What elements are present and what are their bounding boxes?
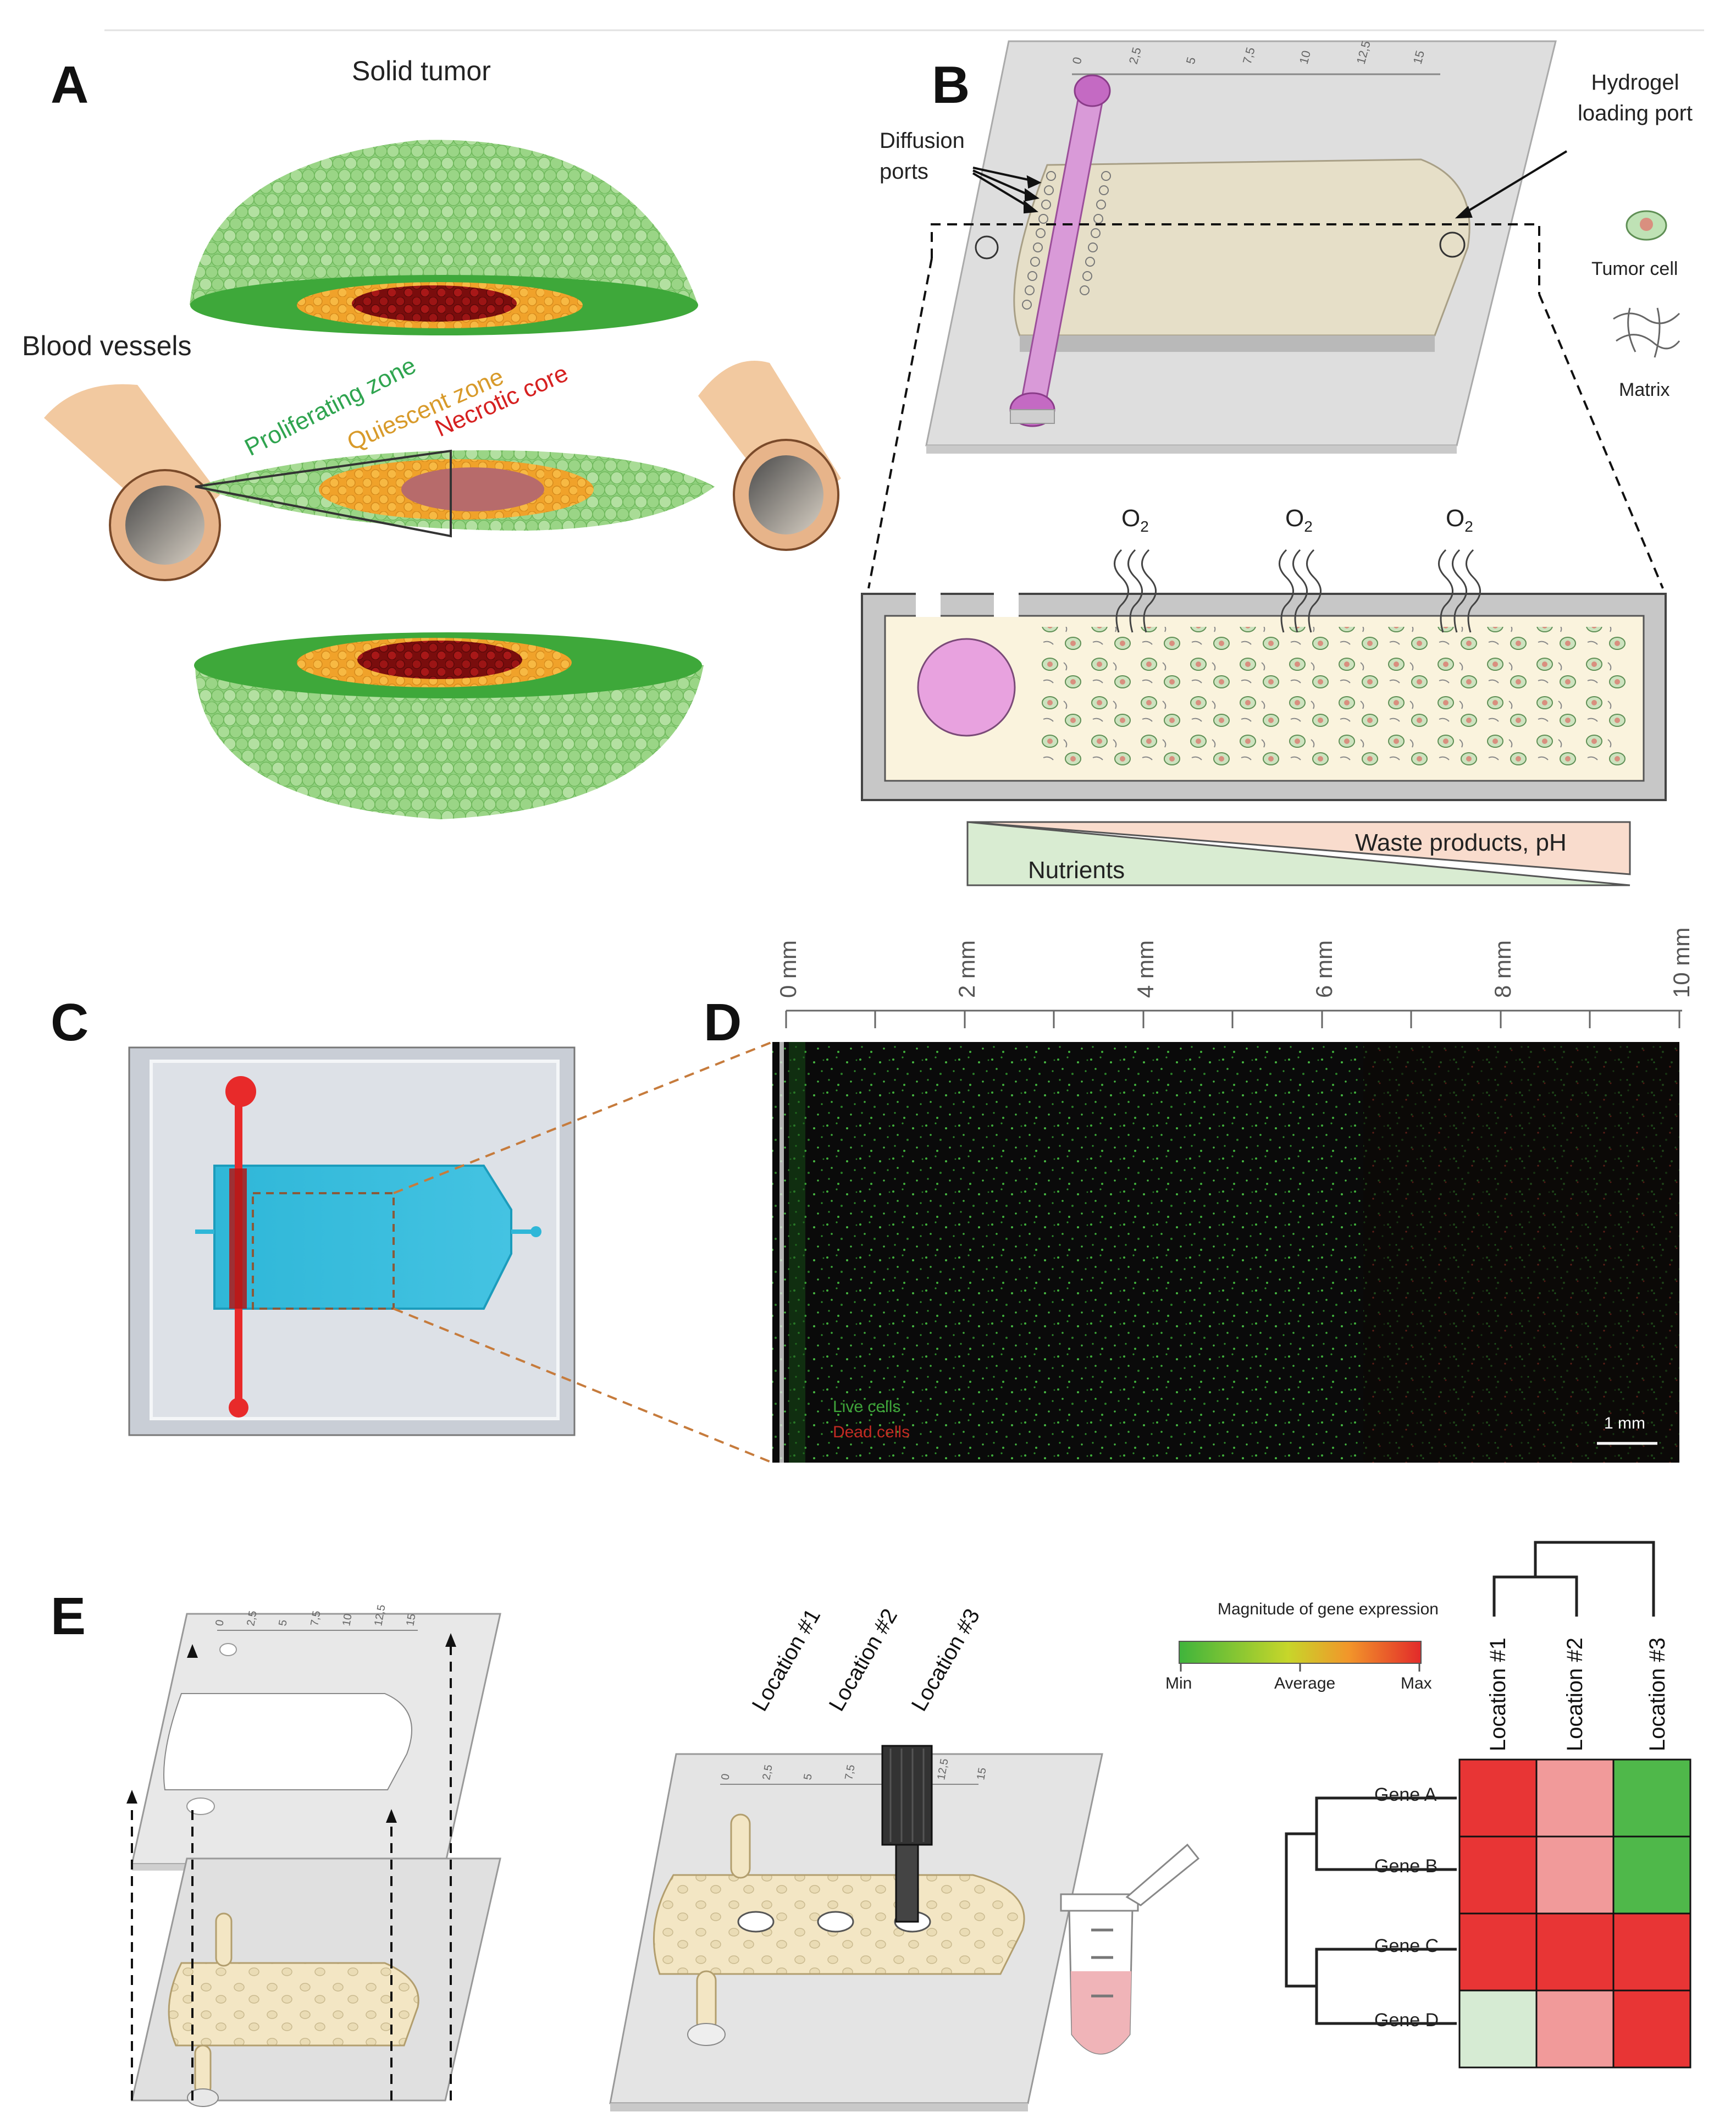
svg-text:7,5: 7,5 xyxy=(843,1764,857,1781)
gene-b-label: Gene B xyxy=(1374,1856,1438,1877)
heatmap-cell xyxy=(1458,1989,1538,2069)
svg-text:8 mm: 8 mm xyxy=(1490,940,1516,998)
tumor-cell-icon xyxy=(1626,210,1667,241)
svg-text:Location #2: Location #2 xyxy=(825,1604,903,1715)
heatmap-cell xyxy=(1612,1912,1691,1992)
svg-text:2,5: 2,5 xyxy=(245,1610,259,1627)
panel-b-cross-section xyxy=(861,549,1667,801)
dendrogram-columns xyxy=(1492,1541,1655,1617)
panel-letter-b: B xyxy=(932,56,970,114)
e-ruler-ticks: 0 2,5 5 7,5 10 12,5 15 0 2,5 5 7,5 12,5 … xyxy=(213,1604,989,1781)
panel-letter-e: E xyxy=(51,1587,86,1646)
gene-heatmap xyxy=(1458,1758,1691,2069)
legend-max: Max xyxy=(1401,1674,1432,1692)
svg-text:10: 10 xyxy=(340,1613,355,1627)
heatmap-cell xyxy=(1612,1758,1691,1838)
legend-average: Average xyxy=(1274,1674,1336,1692)
gradient-bars xyxy=(966,821,1631,886)
gene-c-label: Gene C xyxy=(1374,1935,1439,1956)
svg-text:Location #1: Location #1 xyxy=(748,1604,826,1715)
dendrogram-rows xyxy=(1285,1796,1457,2025)
sample-tube xyxy=(1060,1843,1200,2055)
heatmap-cell xyxy=(1535,1912,1615,1992)
zoom-lines-b xyxy=(867,223,1664,589)
panel-letter-a: A xyxy=(51,56,89,114)
svg-text:5: 5 xyxy=(277,1619,290,1627)
label-proliferating-zone: Proliferating zone xyxy=(240,352,420,461)
svg-text:0: 0 xyxy=(213,1619,226,1627)
heatmap-cell xyxy=(1458,1835,1538,1915)
tumor-top-hemisphere xyxy=(190,140,698,305)
expression-colorbar xyxy=(1179,1641,1422,1664)
svg-text:0: 0 xyxy=(719,1773,732,1781)
e-location-labels: Location #1 Location #2 Location #3 xyxy=(748,1604,985,1715)
o2-label-2: O2 xyxy=(1285,505,1313,535)
svg-text:6 mm: 6 mm xyxy=(1311,940,1337,998)
panel-a xyxy=(44,140,841,819)
scale-bar-label: 1 mm xyxy=(1604,1414,1645,1432)
nutrients-label: Nutrients xyxy=(1028,857,1125,884)
svg-text:Location #1: Location #1 xyxy=(1486,1637,1510,1751)
slice-wedge-outline xyxy=(195,449,452,538)
legend-title: Magnitude of gene expression xyxy=(1218,1600,1439,1618)
heatmap-cell xyxy=(1535,1989,1615,2069)
svg-text:2 mm: 2 mm xyxy=(954,940,980,998)
o2-label-3: O2 xyxy=(1446,505,1473,535)
heatmap-column-labels: Location #1 Location #2 Location #3 xyxy=(1486,1637,1669,1751)
svg-text:0 mm: 0 mm xyxy=(775,940,801,998)
heatmap-cell xyxy=(1458,1912,1538,1992)
panel-c-photo xyxy=(128,1046,576,1436)
o2-label-1: O2 xyxy=(1121,505,1149,535)
solid-tumor-title: Solid tumor xyxy=(352,56,491,86)
panel-d-micrograph xyxy=(772,1010,1682,1463)
panel-e-exploded-chip xyxy=(131,1613,501,2107)
blood-vessel-right xyxy=(698,361,841,551)
tumor-cell-label: Tumor cell xyxy=(1591,258,1678,279)
panel-e-biopsy-chip xyxy=(609,1745,1103,2111)
diffusion-arrows xyxy=(972,150,1568,219)
heatmap-cell xyxy=(1458,1758,1538,1838)
svg-text:15: 15 xyxy=(975,1767,989,1781)
gene-a-label: Gene A xyxy=(1374,1784,1437,1805)
live-cells-label: Live cells xyxy=(833,1398,901,1416)
heatmap-cell xyxy=(1535,1835,1615,1915)
svg-text:Location #2: Location #2 xyxy=(1563,1637,1587,1751)
matrix-label: Matrix xyxy=(1619,379,1670,400)
svg-text:5: 5 xyxy=(801,1773,815,1781)
zoom-lines-c xyxy=(393,1041,773,1464)
matrix-icon xyxy=(1613,307,1680,358)
svg-text:Location #3: Location #3 xyxy=(1645,1637,1669,1751)
panel-letter-d: D xyxy=(704,993,742,1052)
e-dashed-arrows xyxy=(131,1644,452,2100)
panel-b-chip: 0 2,5 5 7,5 10 12,5 15 xyxy=(925,39,1557,454)
dead-cells-label: Dead cells xyxy=(833,1423,910,1441)
legend-min: Min xyxy=(1165,1674,1192,1692)
svg-text:15: 15 xyxy=(404,1613,418,1627)
svg-text:Location #3: Location #3 xyxy=(907,1604,985,1715)
gene-d-label: Gene D xyxy=(1374,2010,1439,2031)
heatmap-cell xyxy=(1535,1758,1615,1838)
panel-letter-c: C xyxy=(51,993,89,1052)
svg-text:10 mm: 10 mm xyxy=(1668,928,1694,998)
heatmap-cell xyxy=(1612,1989,1691,2069)
blood-vessels-label: Blood vessels xyxy=(22,330,192,361)
svg-text:4 mm: 4 mm xyxy=(1132,940,1158,998)
tumor-bottom-hemisphere xyxy=(195,665,704,819)
d-axis-labels: 0 mm 2 mm 4 mm 6 mm 8 mm 10 mm xyxy=(775,928,1694,998)
svg-text:2,5: 2,5 xyxy=(760,1764,775,1781)
blood-vessel-left xyxy=(44,384,221,581)
svg-text:7,5: 7,5 xyxy=(308,1610,323,1627)
waste-label: Waste products, pH xyxy=(1355,829,1567,856)
heatmap-cell xyxy=(1612,1835,1691,1915)
